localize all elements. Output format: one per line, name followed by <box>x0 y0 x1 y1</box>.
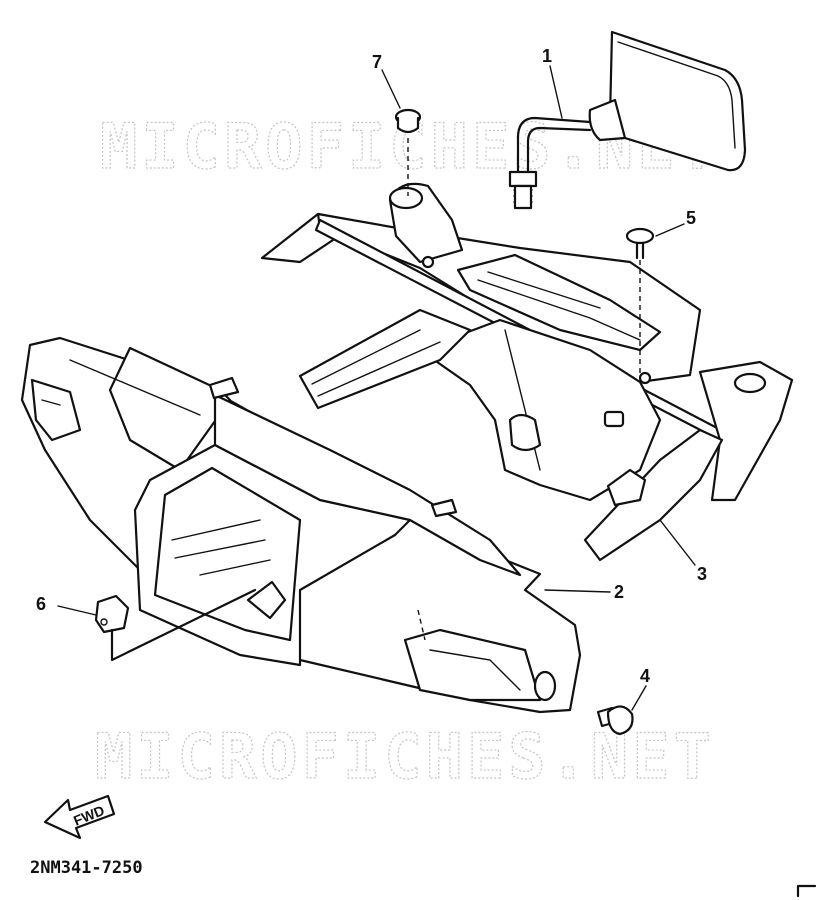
svg-text:5: 5 <box>686 208 696 228</box>
part-2-front-cover[interactable] <box>20 336 582 714</box>
svg-text:1: 1 <box>542 46 552 66</box>
part-6-nut-clip[interactable] <box>94 588 257 662</box>
corner-mark-icon <box>796 884 817 898</box>
callout-3: 3 <box>659 519 707 584</box>
fwd-label: FWD <box>71 802 107 829</box>
callout-2: 2 <box>544 582 624 602</box>
fwd-arrow-icon: FWD <box>43 794 116 840</box>
part-4-bolt[interactable] <box>596 705 634 736</box>
svg-text:4: 4 <box>640 666 650 686</box>
callout-6: 6 <box>36 594 97 616</box>
callout-7: 7 <box>372 52 401 109</box>
part-1-mirror[interactable] <box>508 30 747 210</box>
part-3-rear-cover[interactable] <box>260 182 794 562</box>
svg-text:2: 2 <box>614 582 624 602</box>
callout-1: 1 <box>542 46 563 119</box>
svg-text:7: 7 <box>372 52 382 72</box>
diagram-code: 2NM341-7250 <box>30 858 143 878</box>
part-5-screw[interactable] <box>625 227 655 375</box>
callout-5: 5 <box>655 208 696 237</box>
part-7-grommet[interactable] <box>394 108 422 196</box>
watermark-bottom: MICROFICHES.NET <box>95 720 715 793</box>
svg-text:3: 3 <box>697 564 707 584</box>
svg-text:6: 6 <box>36 594 46 614</box>
callout-4: 4 <box>631 666 650 711</box>
